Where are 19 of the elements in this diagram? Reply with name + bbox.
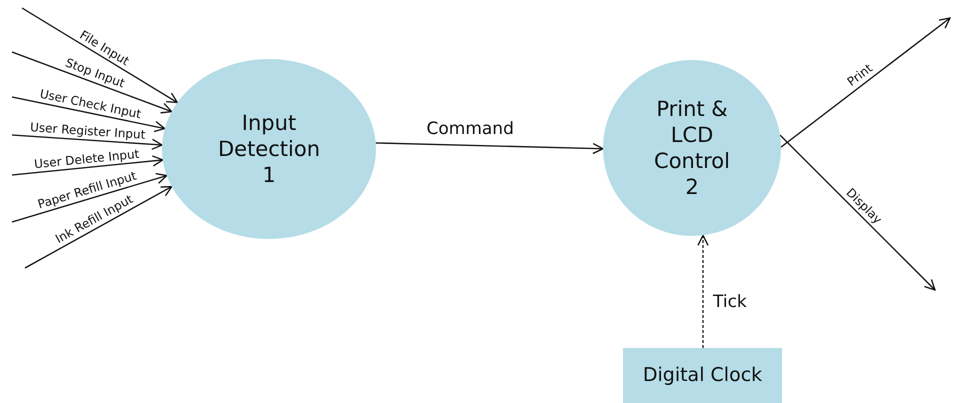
edge-label: Command [426, 120, 515, 138]
arrow [12, 173, 168, 223]
arrow [22, 7, 178, 104]
arrow [12, 51, 172, 114]
edge-label: User Delete Input [32, 147, 141, 170]
edge-label: User Register Input [28, 121, 147, 141]
arrow [780, 134, 936, 291]
arrow [24, 186, 172, 269]
node-label: Input Detection 1 [216, 110, 322, 188]
arrow [697, 234, 709, 348]
arrow [376, 142, 604, 154]
arrow [12, 96, 166, 132]
edge-label: Tick [712, 294, 748, 310]
arrow [12, 155, 164, 176]
arrow [12, 134, 163, 150]
arrow [780, 17, 951, 148]
node-label: Digital Clock [642, 364, 764, 388]
external-entity-box [623, 348, 782, 403]
node-label: Print & LCD Control 2 [653, 96, 731, 200]
